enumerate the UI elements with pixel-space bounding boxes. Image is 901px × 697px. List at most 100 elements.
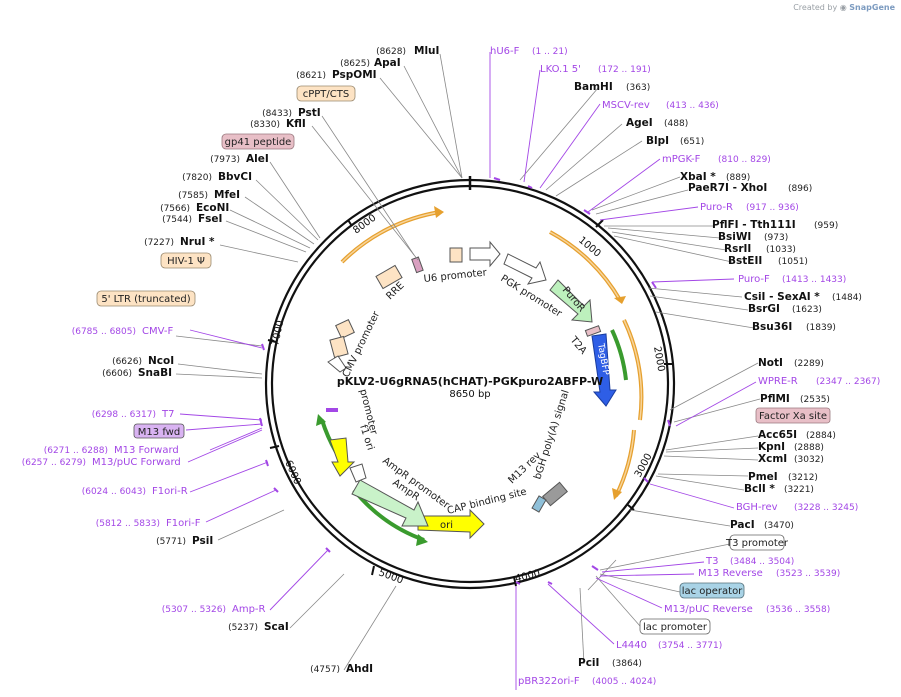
u6-promoter-block — [449, 247, 463, 263]
enz-scai-pos: (5237) — [228, 623, 258, 633]
primer-puror-name: Puro-R — [700, 202, 733, 213]
primer-markers — [259, 177, 671, 585]
primers-right: hU6-F (1 .. 21) LKO.1 5' (172 .. 191) MS… — [490, 46, 880, 687]
rre-block — [375, 264, 403, 290]
snapgene-watermark: Created by ◉ SnapGene — [793, 3, 895, 12]
enz-acc65i-name: Acc65I — [758, 429, 797, 441]
cmv-promoter-arrow — [327, 355, 347, 373]
box-cppt-cts-label: cPPT/CTS — [303, 89, 349, 100]
primer-bghrev-range: (3228 .. 3245) — [794, 503, 858, 513]
box-factor-xa-label: Factor Xa site — [759, 411, 827, 422]
enz-pspomi-pos: (8621) — [296, 71, 326, 81]
primer-m13forward-range: (6271 .. 6288) — [44, 446, 108, 456]
brand-prefix: Created by — [793, 3, 838, 12]
tick-marks — [267, 219, 672, 587]
primer-leader-lines — [179, 52, 757, 690]
enz-mfei-pos: (7585) — [178, 191, 208, 201]
enz-mlui-name: MluI — [414, 45, 439, 57]
m13-rev-block — [531, 495, 547, 513]
enzymes-left: (8628) MluI (8625) ApaI (8621) PspOMI (8… — [102, 45, 439, 675]
enz-ahdi-pos: (4757) — [310, 665, 340, 675]
snapgene-logo-icon: ◉ — [839, 3, 847, 12]
enz-bbvci-name: BbvCI — [218, 171, 252, 183]
ori-arrow — [417, 508, 485, 540]
primer-pbr322orif-name: pBR322ori-F — [518, 676, 580, 687]
primer-mpgkf-range: (810 .. 829) — [718, 155, 771, 165]
enz-bsrgi-name: BsrGI — [748, 303, 780, 315]
primer-lko15-range: (172 .. 191) — [598, 65, 651, 75]
enz-kfli-pos: (8330) — [250, 120, 280, 130]
gp41-block — [411, 256, 424, 274]
arc-puror — [610, 329, 628, 381]
tick-1000: 1000 — [576, 235, 603, 260]
primer-m13pucreverse-range: (3536 .. 3558) — [766, 605, 830, 615]
enz-paci-name: PacI — [730, 519, 755, 531]
enzymes-right: BamHI (363) AgeI (488) BlpI (651) XbaI *… — [574, 81, 862, 669]
enz-pcii-pos: (3864) — [612, 659, 642, 669]
enz-xbai-name: XbaI * — [680, 171, 716, 183]
enz-csii-name: CsiI - SexAI * — [744, 291, 820, 303]
enz-econi-pos: (7566) — [160, 204, 190, 214]
primer-t7-range: (6298 .. 6317) — [92, 410, 156, 420]
inner-features — [326, 240, 617, 540]
primers-left: (6785 .. 6805) CMV-F (6298 .. 6317) T7 (… — [22, 326, 266, 615]
leader-lines — [175, 53, 761, 671]
primer-ampr-name: Amp-R — [232, 604, 266, 615]
enz-blpi-pos: (651) — [680, 137, 704, 147]
enz-acc65i-pos: (2884) — [806, 431, 836, 441]
enz-psii-name: PsiI — [192, 535, 213, 547]
box-lac-promoter-label: lac promoter — [643, 622, 708, 633]
primer-f1orir-name: F1ori-R — [152, 486, 188, 497]
enz-noti-pos: (2289) — [794, 359, 824, 369]
enz-mlui-pos: (8628) — [376, 47, 406, 57]
enz-bcli-pos: (3221) — [784, 485, 814, 495]
box-cppt-cts — [296, 85, 356, 102]
tick-2000: 2000 — [651, 346, 666, 373]
arrowhead-right-top — [614, 296, 626, 304]
enz-nrui-name: NruI * — [180, 236, 215, 248]
enz-apai-name: ApaI — [374, 57, 401, 69]
enz-rsrii-pos: (1033) — [766, 245, 796, 255]
enz-bcli-name: BclI * — [744, 483, 775, 495]
enz-xcmi-pos: (3032) — [794, 455, 824, 465]
enz-bsiwi-name: BsiWI — [718, 231, 751, 243]
enz-bsu36i-pos: (1839) — [806, 323, 836, 333]
primer-f1orir-range: (6024 .. 6043) — [82, 487, 146, 497]
primer-m13forward-name: M13 Forward — [114, 445, 179, 456]
primer-cmvf-range: (6785 .. 6805) — [72, 327, 136, 337]
u6-promoter-arrow — [469, 240, 501, 268]
enz-rsrii-name: RsrII — [724, 243, 751, 255]
enz-psti-pos: (8433) — [262, 109, 292, 119]
ampr-promoter-arrow — [349, 463, 367, 483]
enz-agei-pos: (488) — [664, 119, 688, 129]
box-5ltr — [96, 290, 196, 307]
label-bgh-polya: bGH poly(A) signal — [532, 389, 571, 481]
enz-snabi-pos: (6606) — [102, 369, 132, 379]
box-t3-promoter — [729, 534, 785, 551]
label-u6-promoter: U6 promoter — [423, 267, 488, 285]
brand-name: SnapGene — [849, 3, 895, 12]
enz-pflmi-pos: (2535) — [800, 395, 830, 405]
enz-psii-pos: (5771) — [156, 537, 186, 547]
primer-l4440-name: L4440 — [616, 640, 647, 651]
enz-pcii-name: PciI — [578, 657, 599, 669]
primer-m13pucforward-name: M13/pUC Forward — [92, 457, 181, 468]
primer-purof-range: (1413 .. 1433) — [782, 275, 846, 285]
enz-pspomi-name: PspOMI — [332, 69, 377, 81]
enz-nrui-pos: (7227) — [144, 238, 174, 248]
enz-bsu36i-name: Bsu36I — [752, 321, 792, 333]
primer-hu6f-range: (1 .. 21) — [532, 47, 568, 57]
enz-noti-name: NotI — [758, 357, 783, 369]
box-lac-operator-label: lac operator — [682, 586, 743, 597]
label-ori: ori — [440, 520, 453, 531]
arrowhead-green-left — [316, 414, 326, 426]
box-m13fwd — [133, 423, 185, 439]
arc-upper-left — [340, 210, 441, 264]
primer-f1orif-range: (5812 .. 5833) — [96, 519, 160, 529]
box-lac-promoter — [639, 618, 711, 635]
box-hiv1-psi — [160, 252, 212, 269]
arrowhead-right-low — [612, 488, 622, 500]
enz-bamhi-name: BamHI — [574, 81, 613, 93]
primer-cmvf-name: CMV-F — [142, 326, 173, 337]
enz-pmei-pos: (3212) — [788, 473, 818, 483]
